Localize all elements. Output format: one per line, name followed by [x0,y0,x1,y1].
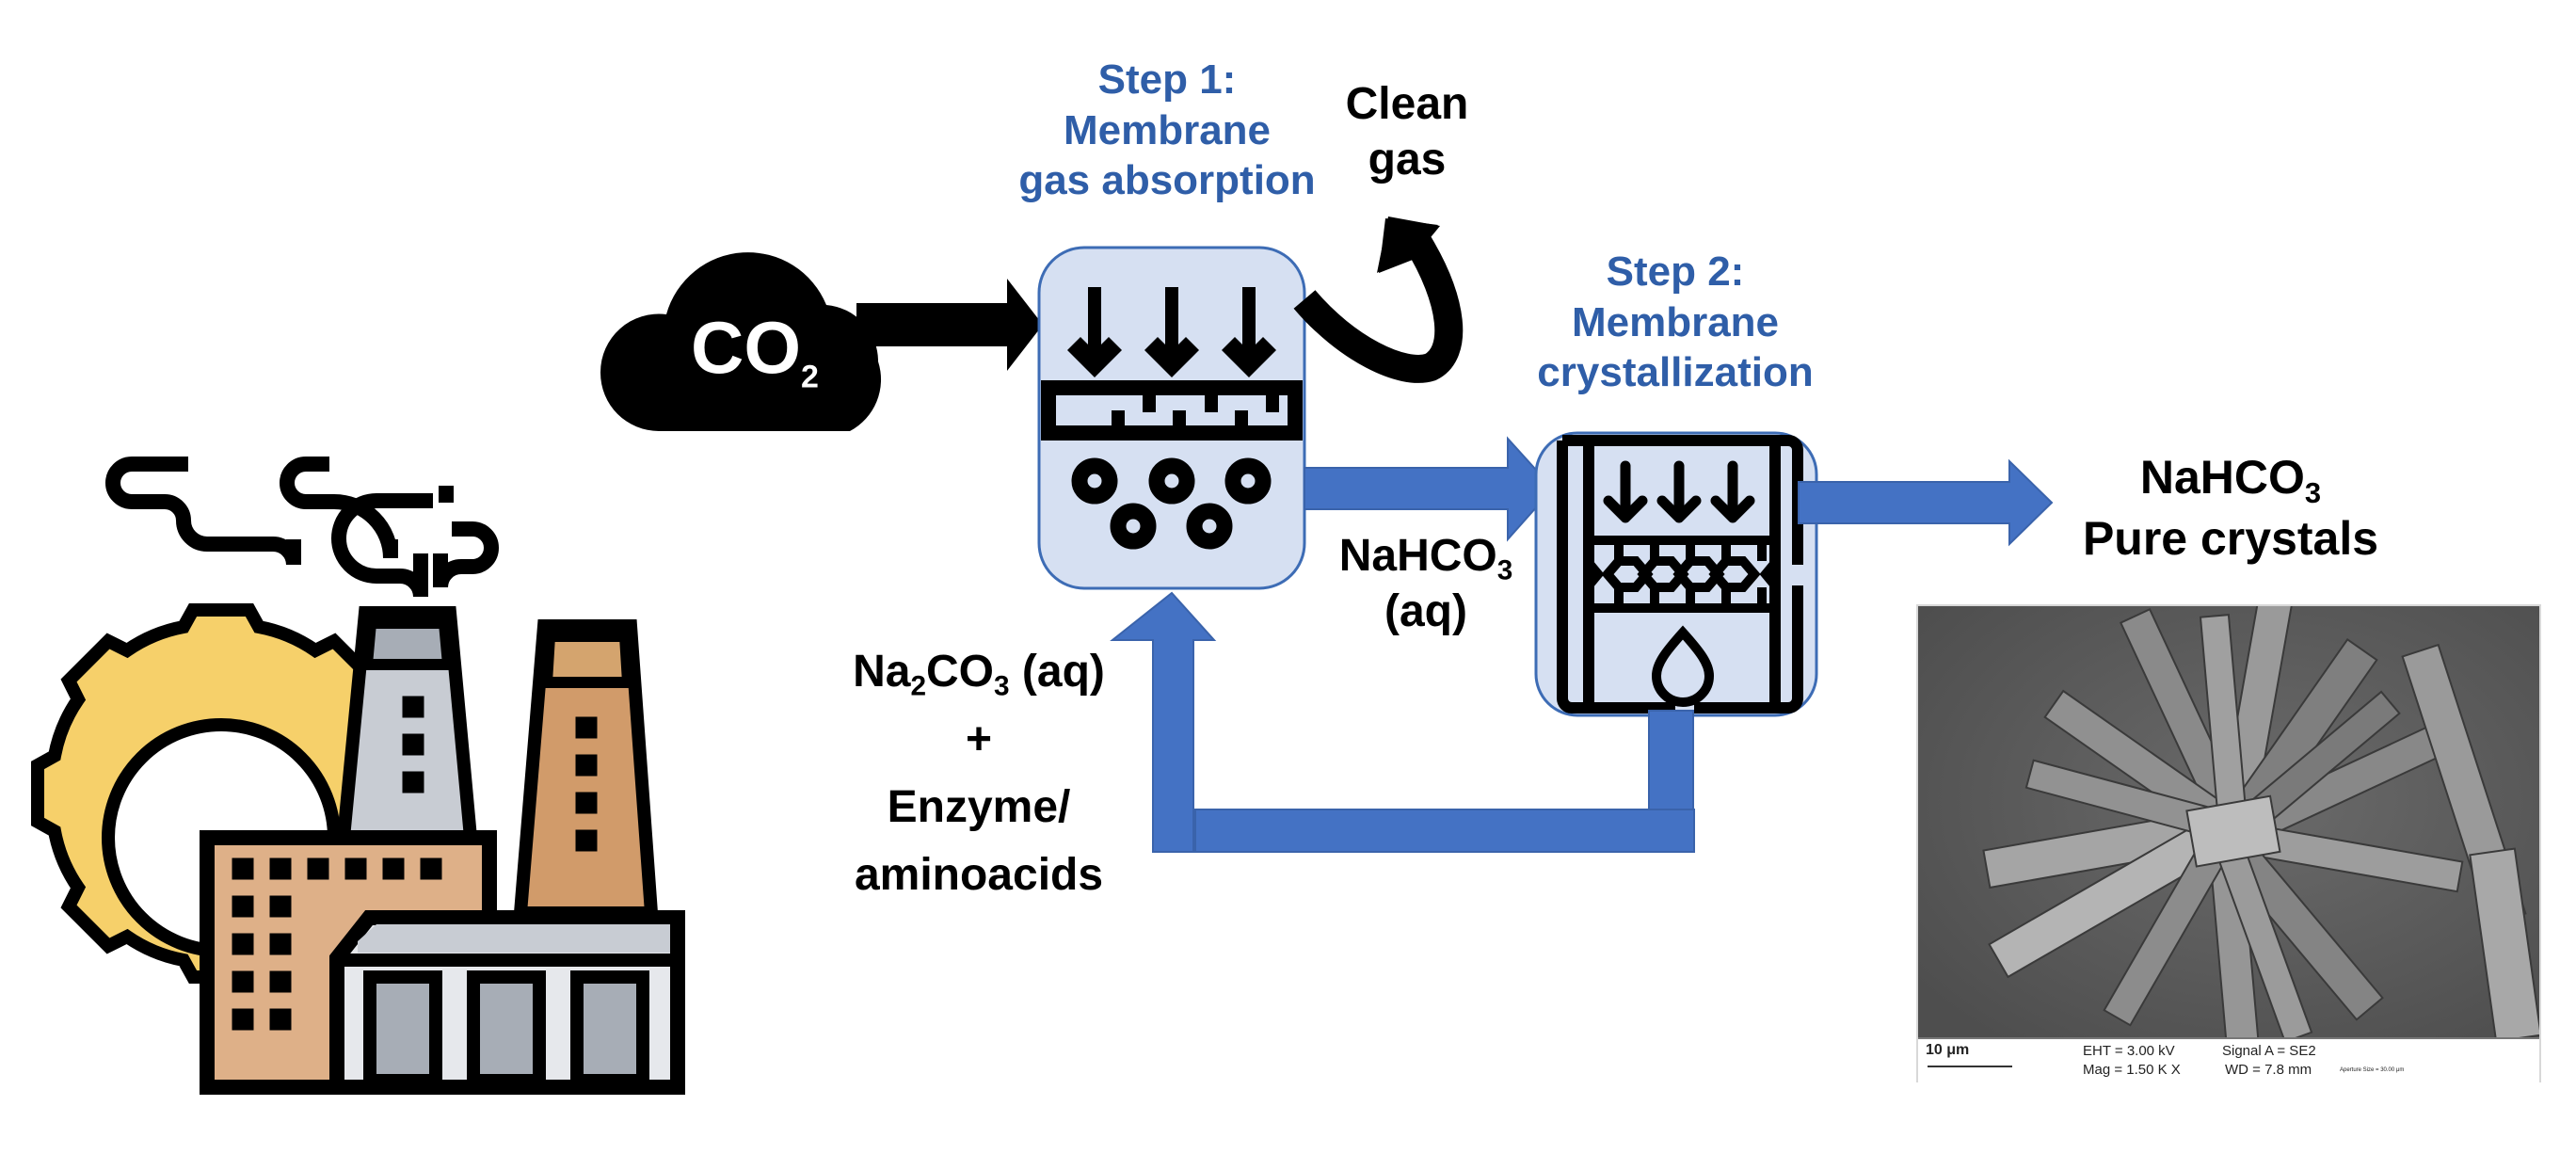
membrane-absorption-icon [1041,287,1303,441]
step1-title-line1: Step 1: [1097,56,1237,103]
smoke-icon [105,457,499,598]
clean-gas-line2: gas [1368,134,1447,184]
product-line2: Pure crystals [2082,512,2379,565]
step1-title: Step 1: Membrane gas absorption [998,55,1336,206]
product-formula-main: NaHCO [2139,451,2305,504]
scale-bar-icon [1928,1066,2012,1067]
arrow-down-icon [1222,287,1276,377]
recycle-loop-arrow [1110,591,1695,853]
clean-gas-label: Clean gas [1318,77,1496,187]
co2-cloud-icon [600,252,882,431]
clean-gas-line1: Clean [1345,79,1469,129]
arrow-down-icon [1603,460,1648,523]
sem-crystal-photo [1918,606,2539,1037]
step2-title-line1: Step 2: [1606,248,1745,295]
step1-title-line3: gas absorption [1018,157,1316,204]
step2-module [1534,431,1818,717]
sem-micrograph: 10 μm EHT = 3.00 kV Mag = 1.50 K X Signa… [1916,604,2541,1082]
feed-formula-b: CO [926,647,995,697]
step2-title: Step 2: Membrane crystallization [1506,247,1845,398]
arrow-down-icon [1144,287,1199,377]
co2-feed-arrow [856,279,1043,371]
sem-aperture: Aperture Size = 30.00 μm [2340,1067,2405,1073]
feed-label: Na2CO3 (aq) + Enzyme/ aminoacids [828,638,1129,909]
feed-state: (aq) [1009,647,1105,697]
product-formula-sub: 3 [2304,475,2322,509]
sem-wd: WD = 7.8 mm [2225,1062,2312,1078]
step1-title-line2: Membrane [1063,106,1272,153]
feed-formula-a-sub: 2 [910,670,927,702]
chimney-icon [513,619,659,920]
droplet-icon [1651,625,1715,707]
product-arrow [1798,458,2054,547]
chimney-icon [336,606,478,844]
intermediate-state: (aq) [1384,585,1467,636]
membrane-crystallizer-icon [1557,435,1803,713]
feed-formula: Na2CO3 (aq) [828,638,1129,706]
warehouse-icon [329,910,685,1095]
co2-subscript: 2 [801,359,819,395]
sem-signal: Signal A = SE2 [2222,1043,2316,1059]
step1-module [1037,246,1306,590]
arrow-down-icon [1656,460,1702,523]
co2-text: CO [691,306,802,389]
co2-label: CO2 [670,311,840,393]
sem-info-bar: 10 μm EHT = 3.00 kV Mag = 1.50 K X Signa… [1918,1037,2539,1082]
feed-line4: aminoacids [854,850,1104,900]
sem-scale-label: 10 μm [1926,1042,1970,1058]
intermediate-formula-sub: 3 [1496,554,1513,586]
arrow-down-icon [1067,287,1122,377]
feed-line3: Enzyme/ [887,782,1071,832]
crystal-mesh-icon [1585,536,1779,613]
clean-gas-arrow [1293,216,1464,383]
nahco3-transfer-arrow [1304,436,1555,542]
intermediate-formula-main: NaHCO [1338,531,1497,581]
intermediate-formula: NaHCO3 [1313,529,1539,585]
crystal-rods-illustration [1918,606,2539,1037]
step2-title-line2: Membrane [1571,298,1780,345]
feed-formula-b-sub: 3 [994,670,1010,702]
step2-title-line3: crystallization [1537,349,1814,396]
sem-mag: Mag = 1.50 K X [2083,1062,2181,1078]
arrow-down-icon [1710,460,1755,523]
feed-formula-a: Na [853,647,911,697]
product-label: NaHCO3 Pure crystals [2052,447,2409,569]
feed-plus: + [965,714,993,764]
intermediate-label: NaHCO3 (aq) [1313,529,1539,639]
product-formula: NaHCO3 [2052,447,2409,508]
sem-eht: EHT = 3.00 kV [2083,1043,2175,1059]
factory-icon [31,457,685,1095]
bubble-icons [1071,457,1272,550]
